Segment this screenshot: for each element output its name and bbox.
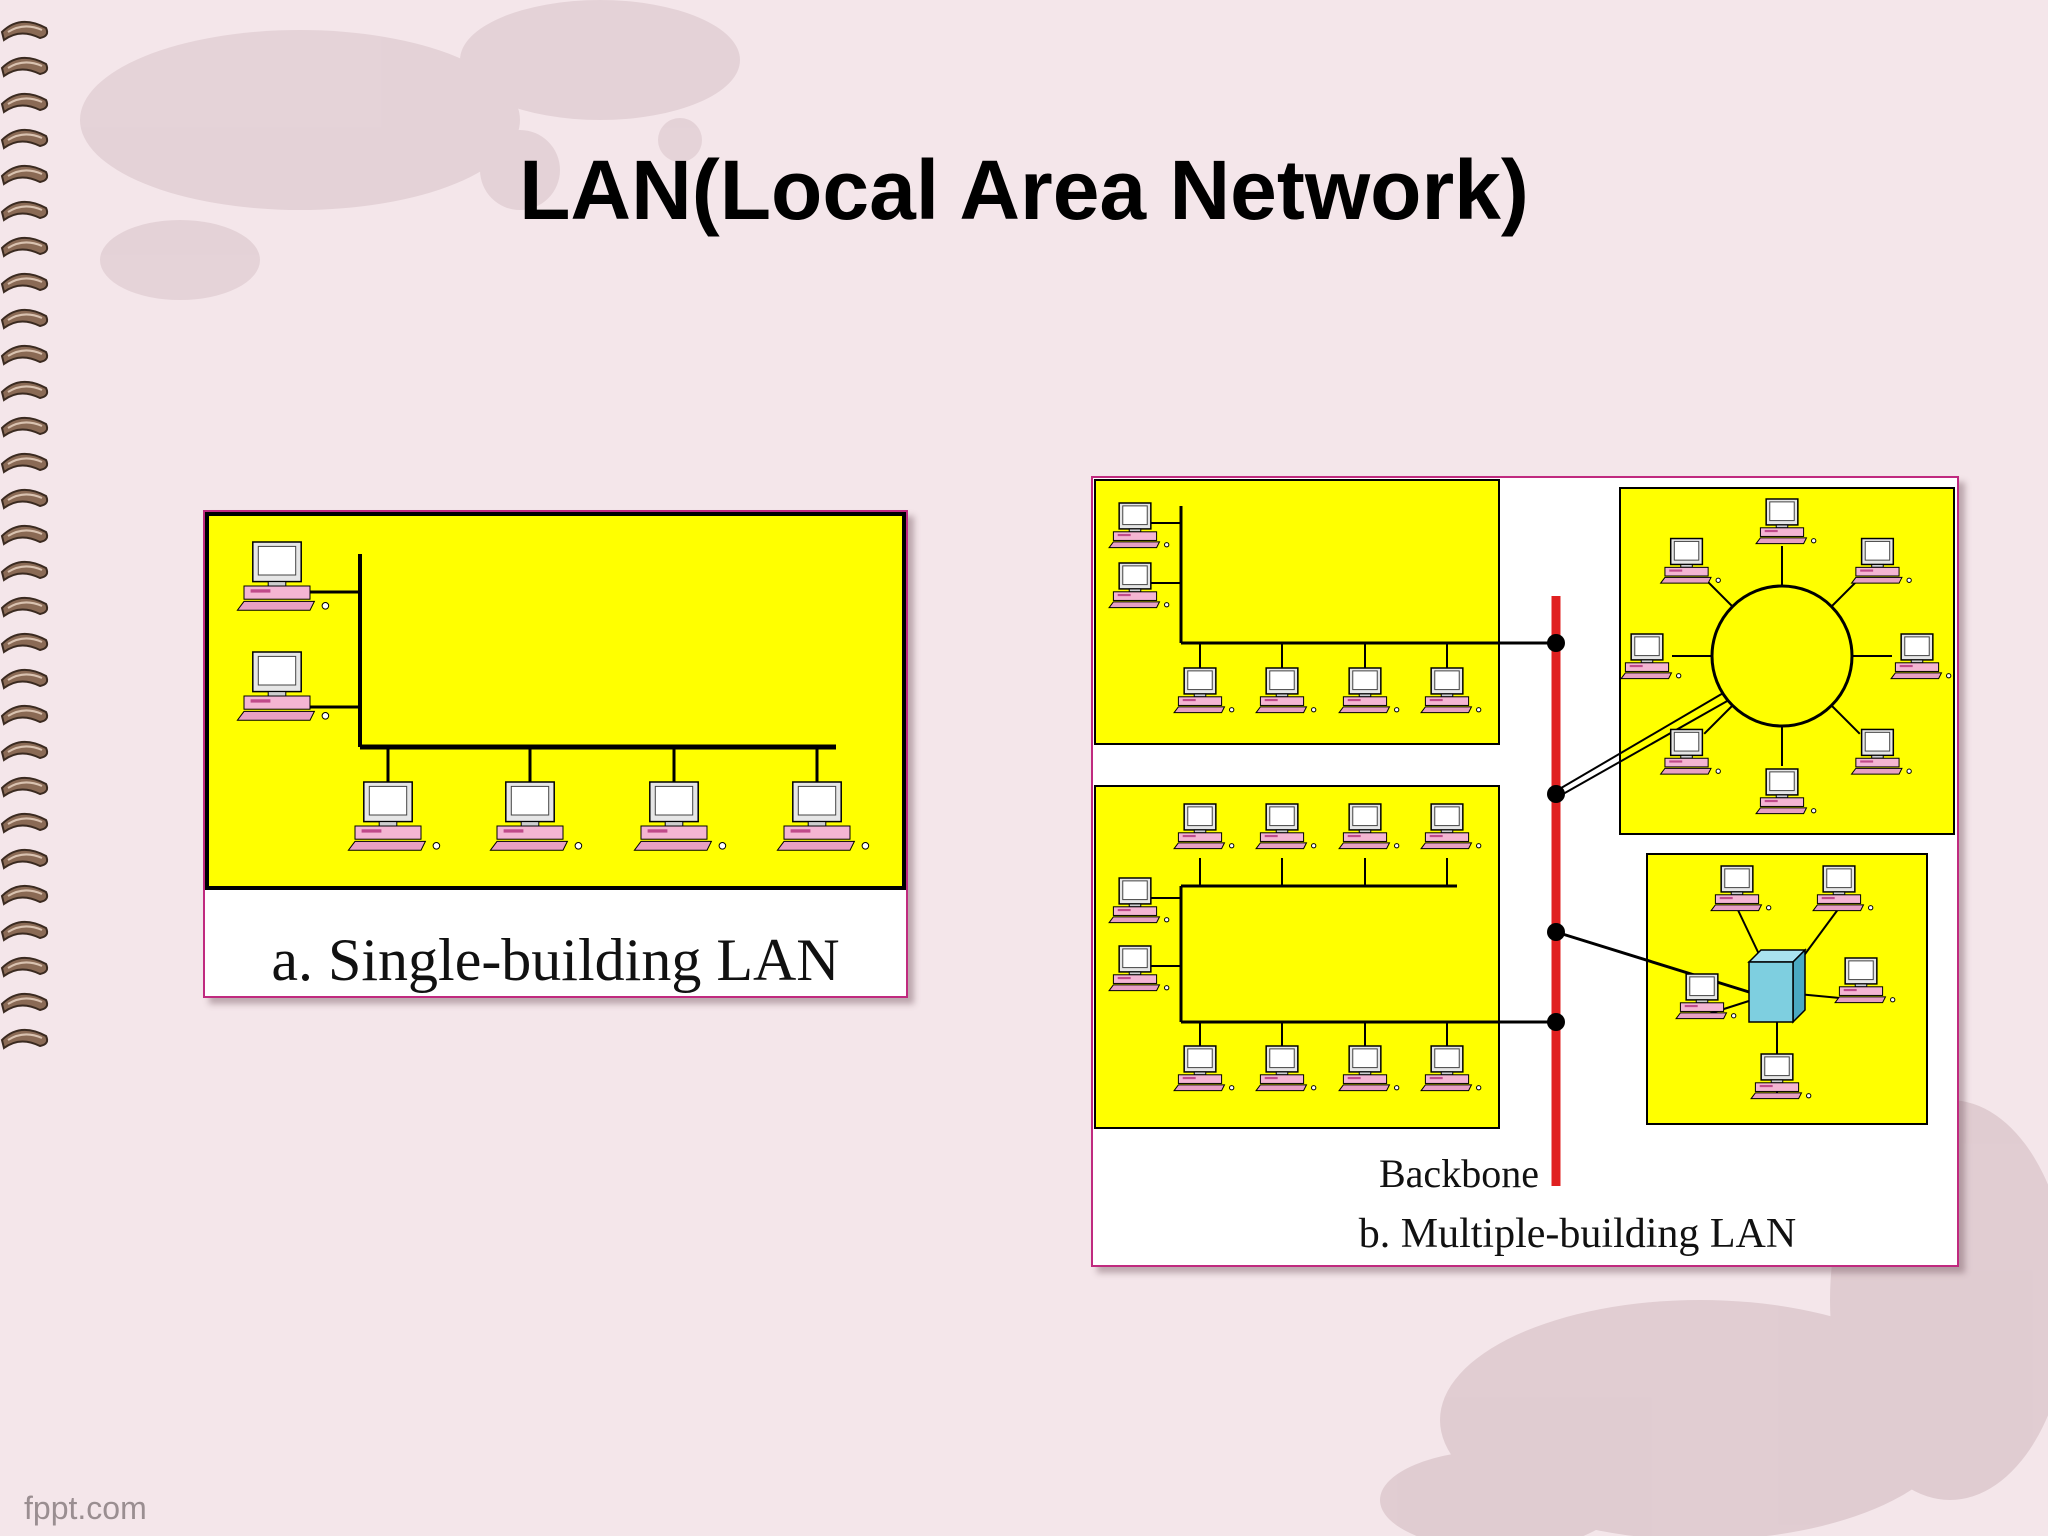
computer-icon (776, 781, 870, 851)
computers-a (236, 541, 870, 851)
spiral-ring (0, 921, 49, 942)
computer-icon (1108, 502, 1170, 549)
spiral-ring (0, 885, 49, 906)
computer-icon (1173, 803, 1235, 850)
computer-icon (1108, 877, 1170, 924)
computer-icon (1659, 537, 1721, 584)
spiral-ring (0, 597, 49, 618)
computer-icon (1890, 633, 1952, 680)
spiral-ring (0, 381, 49, 402)
computer-icon (236, 651, 330, 721)
spiral-ring (0, 849, 49, 870)
single-building-diagram (205, 512, 906, 890)
ink-splash-top (80, 0, 740, 300)
ring-network (1710, 584, 1854, 728)
spiral-ring (0, 957, 49, 978)
multiple-building-diagram (1094, 479, 1955, 1186)
computer-icon (1338, 667, 1400, 714)
spiral-ring (0, 237, 49, 258)
spiral-ring (0, 309, 49, 330)
figure-single-building-lan: a. Single-building LAN (203, 510, 908, 998)
spiral-ring (0, 345, 49, 366)
computer-icon (1420, 667, 1482, 714)
computers-b (1108, 498, 1952, 1100)
figure-b-caption: b. Multiple-building LAN (1358, 1211, 1797, 1257)
computer-icon (1755, 768, 1817, 815)
computer-icon (347, 781, 441, 851)
computer-icon (1255, 667, 1317, 714)
computer-icon (1850, 728, 1912, 775)
spiral-ring (0, 1029, 49, 1050)
spiral-ring (0, 57, 49, 78)
computer-icon (236, 541, 330, 611)
computer-icon (633, 781, 727, 851)
spiral-ring (0, 777, 49, 798)
computer-icon (1420, 803, 1482, 850)
computer-icon (1108, 945, 1170, 992)
spiral-ring (0, 21, 49, 42)
computer-icon (1173, 667, 1235, 714)
computer-icon (1755, 498, 1817, 545)
spiral-ring (0, 705, 49, 726)
spiral-ring (0, 741, 49, 762)
figure-a-caption: a. Single-building LAN (271, 927, 840, 993)
computer-icon (1675, 973, 1737, 1020)
computer-icon (1659, 728, 1721, 775)
computer-icon (489, 781, 583, 851)
spiral-ring (0, 129, 49, 150)
backbone-label: Backbone (1379, 1151, 1539, 1196)
network-links (1145, 506, 1892, 1096)
computer-icon (1255, 803, 1317, 850)
computer-icon (1173, 1045, 1235, 1092)
computer-icon (1750, 1053, 1812, 1100)
spiral-ring (0, 489, 49, 510)
computer-icon (1850, 537, 1912, 584)
computer-icon (1420, 1045, 1482, 1092)
spiral-ring (0, 633, 49, 654)
spiral-ring (0, 669, 49, 690)
spiral-ring (0, 93, 49, 114)
spiral-binding (0, 21, 49, 1050)
spiral-ring (0, 417, 49, 438)
watermark: fppt.com (24, 1490, 147, 1526)
slide-title: LAN(Local Area Network) (519, 143, 1529, 237)
spiral-ring (0, 201, 49, 222)
spiral-ring (0, 813, 49, 834)
spiral-ring (0, 993, 49, 1014)
spiral-ring (0, 165, 49, 186)
spiral-ring (0, 453, 49, 474)
figure-multiple-building-lan: Backbone b. Multiple-building LAN (1091, 476, 1959, 1267)
spiral-ring (0, 273, 49, 294)
computer-icon (1812, 865, 1874, 912)
computer-icon (1338, 1045, 1400, 1092)
computer-icon (1255, 1045, 1317, 1092)
spiral-ring (0, 561, 49, 582)
bus-line (305, 554, 836, 782)
hub-icon (1747, 948, 1807, 1024)
computer-icon (1834, 957, 1896, 1004)
spiral-ring (0, 525, 49, 546)
backbone-connectors (1547, 634, 1565, 1031)
computer-icon (1338, 803, 1400, 850)
computer-icon (1710, 865, 1772, 912)
computer-icon (1620, 633, 1682, 680)
computer-icon (1108, 562, 1170, 609)
